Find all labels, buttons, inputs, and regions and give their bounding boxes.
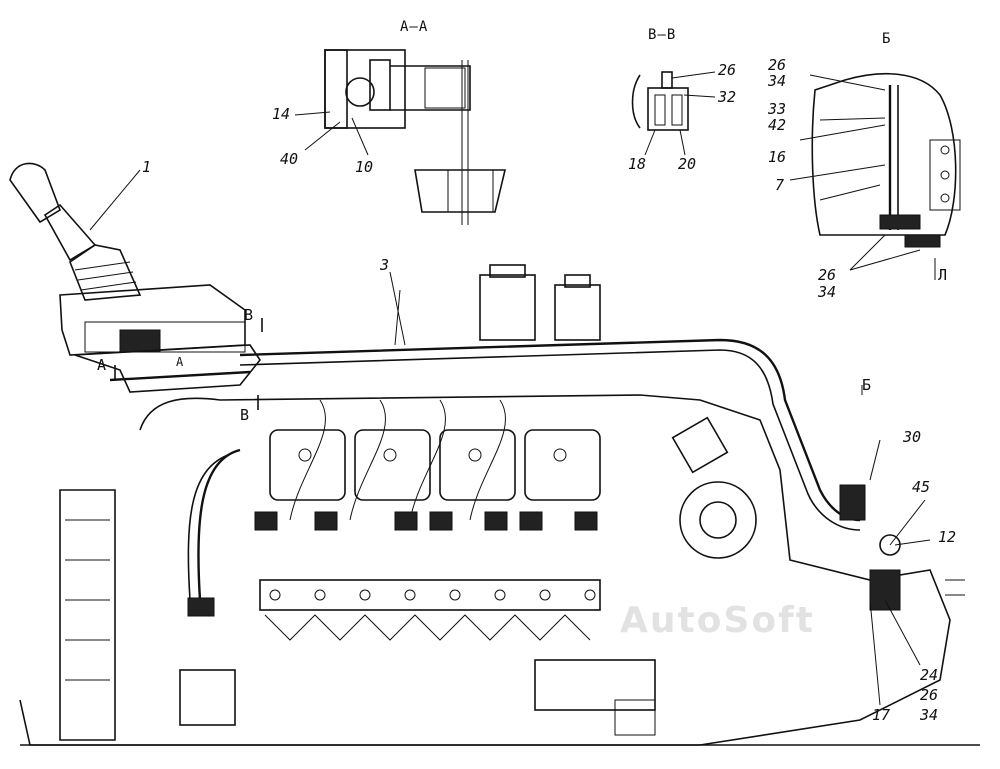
control-rod-3 <box>239 289 861 531</box>
view-b-title: Б <box>882 31 892 47</box>
callout-34-top: 34 <box>768 72 787 90</box>
callout-26-top: 26 <box>768 56 787 74</box>
watermark: AutoSoft <box>620 600 815 641</box>
callout-34-low: 34 <box>818 283 837 301</box>
callout-34-br: 34 <box>920 706 939 724</box>
callout-42: 42 <box>768 116 787 134</box>
engine-block <box>19 264 980 746</box>
callout-12: 12 <box>938 528 957 546</box>
callout-33: 33 <box>768 100 787 118</box>
callout-32: 32 <box>718 88 737 106</box>
marker-b-bottom: В <box>240 406 250 424</box>
view-b-detail <box>789 72 961 280</box>
section-aa-title: А–А <box>400 19 429 35</box>
section-bb-detail <box>631 71 716 156</box>
injector-row <box>254 511 598 531</box>
leader-3 <box>389 271 406 346</box>
section-bb-title: В–В <box>648 27 677 43</box>
callout-20: 20 <box>678 155 697 173</box>
section-aa-detail <box>294 49 507 225</box>
callout-7: 7 <box>775 176 785 194</box>
callout-16: 16 <box>768 148 787 166</box>
callout-45: 45 <box>912 478 931 496</box>
callout-3: 3 <box>380 256 390 274</box>
callout-30: 30 <box>903 428 922 446</box>
callout-1: 1 <box>142 158 152 176</box>
callout-17: 17 <box>872 706 891 724</box>
marker-a-left: А <box>97 356 107 374</box>
callout-26-low: 26 <box>818 266 837 284</box>
callout-18: 18 <box>628 155 647 173</box>
callout-24: 24 <box>920 666 939 684</box>
marker-b-top: В <box>244 306 254 324</box>
callout-26-br: 26 <box>920 686 939 704</box>
marker-view-b: Б <box>862 376 872 394</box>
callout-26-bb: 26 <box>718 61 737 79</box>
gear-shift-lever <box>9 162 261 393</box>
marker-a-small: А <box>176 355 184 369</box>
callout-10: 10 <box>355 158 374 176</box>
marker-l: Л <box>938 266 948 284</box>
callout-40: 40 <box>280 150 299 168</box>
callout-14: 14 <box>272 105 291 123</box>
